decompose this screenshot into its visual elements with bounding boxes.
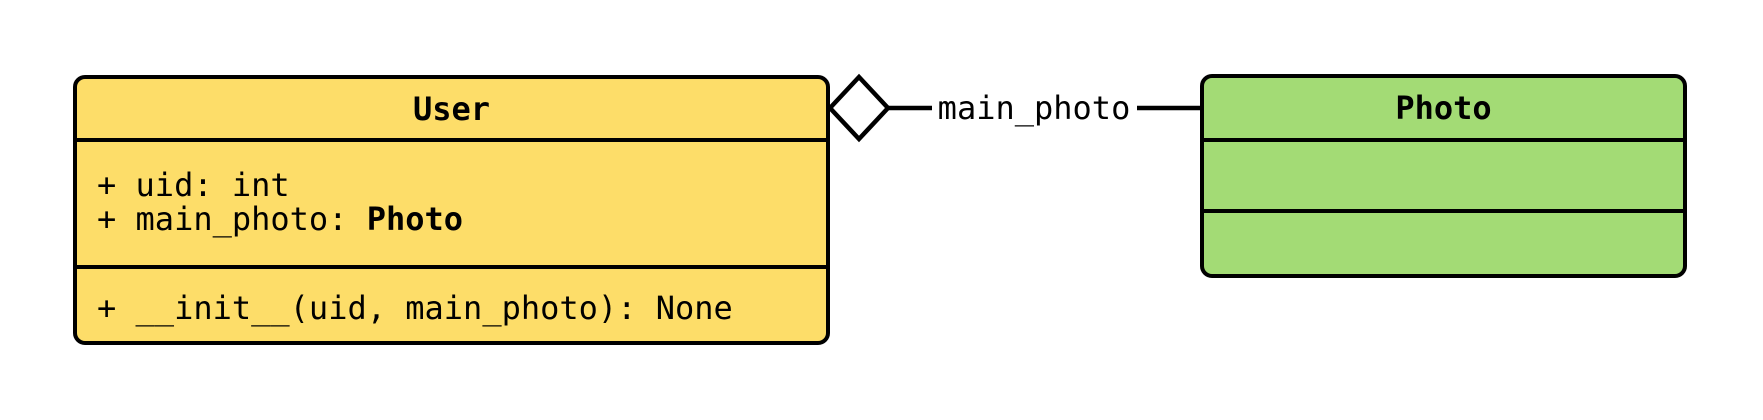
attribute-line: + main_photo: Photo	[97, 202, 826, 236]
methods-compartment-user: + __init__(uid, main_photo): None	[77, 265, 826, 341]
class-title-user: User	[412, 89, 491, 128]
methods-compartment-photo	[1204, 209, 1683, 274]
method-line: + __init__(uid, main_photo): None	[97, 291, 826, 325]
class-box-photo: Photo	[1200, 74, 1687, 278]
class-box-user: User + uid: int + main_photo: Photo + __…	[73, 75, 830, 345]
attribute-line: + uid: int	[97, 168, 826, 202]
class-title-photo: Photo	[1395, 89, 1492, 127]
attribute-text: + main_photo:	[97, 200, 367, 238]
attribute-text: + uid: int	[97, 166, 290, 204]
relation-label: main_photo	[938, 89, 1131, 127]
attribute-type-bold: Photo	[366, 200, 464, 238]
aggregation-diamond-icon	[826, 73, 892, 143]
attributes-compartment-photo	[1204, 138, 1683, 209]
attributes-compartment-user: + uid: int + main_photo: Photo	[77, 138, 826, 265]
method-text: + __init__(uid, main_photo): None	[97, 289, 733, 327]
